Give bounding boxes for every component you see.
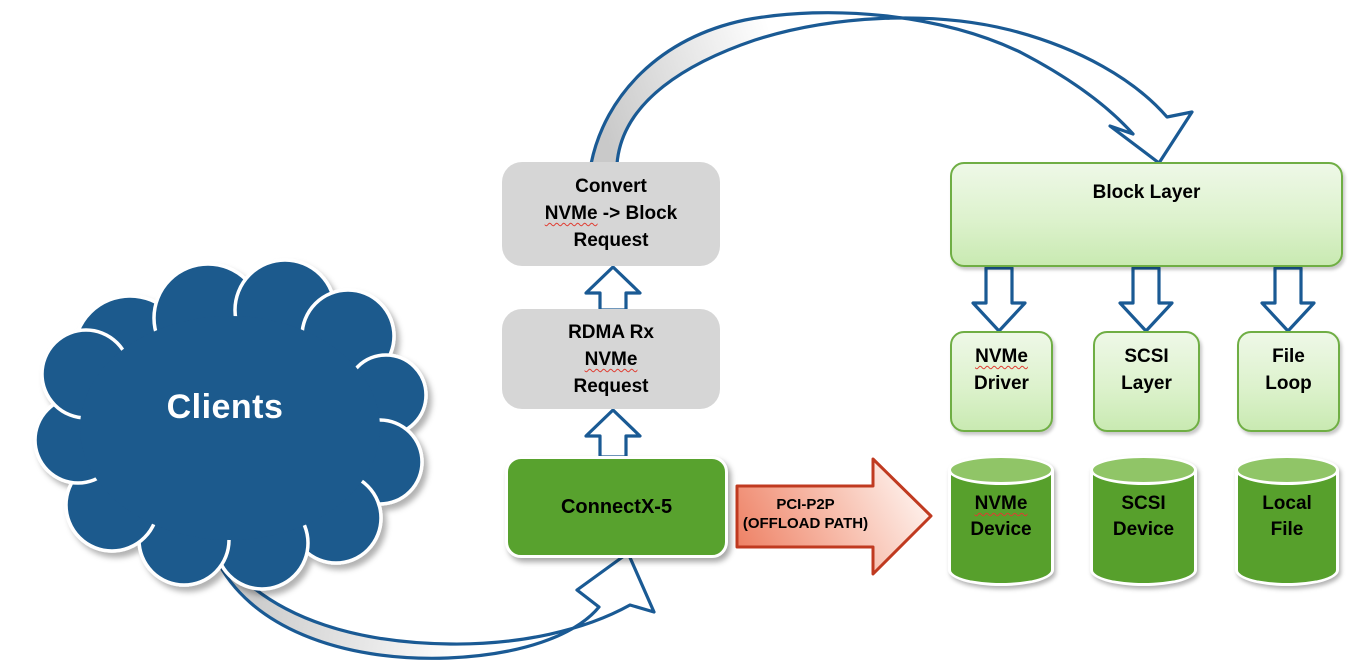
scsi-layer-line-1: SCSI bbox=[1124, 346, 1169, 367]
blocklayer-to-nvme-driver-down-arrow bbox=[971, 266, 1027, 333]
cylinder-body bbox=[1235, 470, 1339, 586]
convert-nvme-word: NVMe bbox=[544, 203, 598, 224]
rdma-rx-nvme-request-box: RDMA Rx NVMe Request bbox=[502, 309, 720, 409]
local-file-cylinder: Local File bbox=[1235, 455, 1339, 586]
block-layer-label: Block Layer bbox=[1092, 182, 1201, 203]
file-loop-line-2: Loop bbox=[1265, 373, 1312, 394]
rdma-line-3: Request bbox=[573, 376, 649, 397]
offload-path-label: PCI-P2P (OFFLOAD PATH) bbox=[737, 495, 874, 533]
file-loop-line-1: File bbox=[1272, 346, 1305, 367]
cylinder-top-ellipse bbox=[1235, 455, 1339, 485]
nvme-driver-line-2: Driver bbox=[974, 373, 1029, 394]
connectx5-box: ConnectX-5 bbox=[505, 456, 728, 558]
blocklayer-to-file-loop-down-arrow bbox=[1260, 266, 1316, 333]
block-layer-box: Block Layer bbox=[950, 162, 1343, 267]
scsi-layer-line-2: Layer bbox=[1121, 373, 1172, 394]
offload-line-2: (OFFLOAD PATH) bbox=[742, 515, 869, 532]
blocklayer-to-scsi-layer-down-arrow bbox=[1118, 266, 1174, 333]
convert-line-1: Convert bbox=[575, 176, 647, 197]
convert-line-2: NVMe -> Block bbox=[502, 200, 720, 227]
rdma-to-convert-up-arrow bbox=[584, 265, 642, 312]
local-file-label: Local File bbox=[1262, 493, 1312, 540]
connectx5-label: ConnectX-5 bbox=[560, 495, 673, 518]
scsi-device-label: SCSI Device bbox=[1112, 493, 1175, 540]
rdma-line-1: RDMA Rx bbox=[568, 322, 654, 343]
clients-label: Clients bbox=[166, 388, 284, 426]
rdma-line-2: NVMe bbox=[584, 349, 638, 370]
offload-line-1: PCI-P2P bbox=[776, 496, 835, 513]
cylinder-top-ellipse bbox=[948, 455, 1054, 485]
convert-line-3: Request bbox=[573, 230, 649, 251]
cylinder-top-ellipse bbox=[1090, 455, 1197, 485]
nic-to-rdma-up-arrow bbox=[584, 408, 642, 459]
cylinder-body bbox=[1090, 470, 1197, 586]
clients-cloud bbox=[33, 258, 428, 591]
scsi-layer-box: SCSI Layer bbox=[1093, 331, 1200, 432]
pci-p2p-offload-arrow bbox=[735, 457, 933, 576]
nvme-device-cylinder: NVMe Device bbox=[948, 455, 1054, 586]
convert-nvme-to-block-box: Convert NVMe -> Block Request bbox=[502, 162, 720, 266]
nvme-driver-line-1: NVMe bbox=[975, 346, 1028, 367]
file-loop-box: File Loop bbox=[1237, 331, 1340, 432]
scsi-device-cylinder: SCSI Device bbox=[1090, 455, 1197, 586]
convert-to-blocklayer-curved-arrow bbox=[589, 11, 1194, 166]
nvme-device-label: NVMe Device bbox=[970, 493, 1032, 540]
nvme-driver-box: NVMe Driver bbox=[950, 331, 1053, 432]
clients-to-nic-curved-arrow bbox=[214, 551, 656, 660]
convert-arrow-word: -> Block bbox=[597, 203, 678, 224]
cylinder-body bbox=[948, 470, 1054, 586]
